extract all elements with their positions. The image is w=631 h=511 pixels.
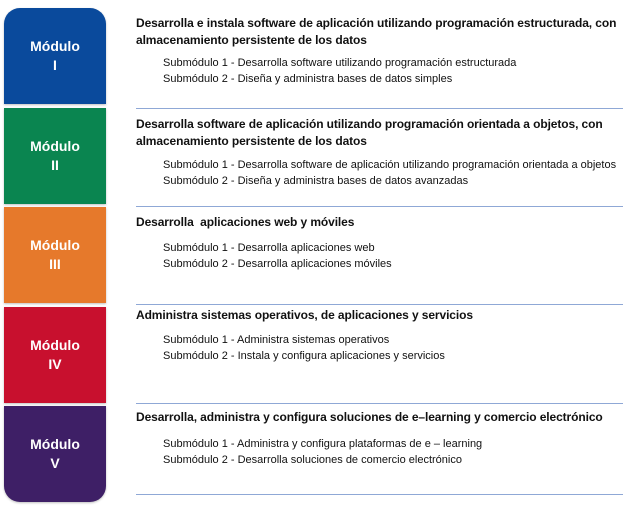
module-4-section: Administra sistemas operativos, de aplic… (136, 307, 626, 364)
divider (136, 494, 623, 495)
module-2-title: Desarrolla software de aplicación utiliz… (136, 116, 626, 150)
module-4-submodule-1: Submódulo 1 - Administra sistemas operat… (163, 334, 390, 346)
module-4-submodule-2: Submódulo 2 - Instala y configura aplica… (163, 350, 445, 362)
module-5-submodule-2: Submódulo 2 - Desarrolla soluciones de c… (163, 454, 462, 466)
module-4-block: Módulo IV (4, 307, 106, 403)
module-1-submodule-2: Submódulo 2 - Diseña y administra bases … (163, 73, 453, 85)
module-4-title: Administra sistemas operativos, de aplic… (136, 308, 473, 322)
module-1-title-line2: almacenamiento persistente de los datos (136, 33, 367, 47)
module-5-title: Desarrolla, administra y configura soluc… (136, 410, 603, 424)
module-5-submodules: Submódulo 1 - Administra y configura pla… (136, 436, 626, 468)
divider (136, 304, 623, 305)
module-1-numeral: I (53, 57, 57, 73)
module-3-section: Desarrolla aplicaciones web y móviles Su… (136, 214, 626, 272)
module-1-section: Desarrolla e instala software de aplicac… (136, 15, 626, 87)
module-5-block: Módulo V (4, 406, 106, 502)
divider (136, 108, 623, 109)
module-2-block: Módulo II (4, 108, 106, 204)
module-1-block: Módulo I (4, 8, 106, 104)
module-3-block: Módulo III (4, 207, 106, 303)
divider (136, 403, 623, 404)
module-2-submodule-2: Submódulo 2 - Diseña y administra bases … (163, 175, 469, 187)
module-4-label: Módulo (30, 337, 80, 353)
module-2-submodules: Submódulo 1 - Desarrolla software de apl… (136, 157, 626, 189)
module-3-label: Módulo (30, 237, 80, 253)
module-1-submodules: Submódulo 1 - Desarrolla software utiliz… (136, 55, 626, 87)
module-3-numeral: III (49, 256, 61, 272)
module-1-label: Módulo (30, 38, 80, 54)
module-2-numeral: II (51, 157, 59, 173)
module-3-submodules: Submódulo 1 - Desarrolla aplicaciones we… (136, 240, 626, 272)
module-1-title: Desarrolla e instala software de aplicac… (136, 15, 626, 49)
module-2-submodule-1: Submódulo 1 - Desarrolla software de apl… (163, 159, 617, 171)
module-2-section: Desarrolla software de aplicación utiliz… (136, 116, 626, 189)
divider (136, 206, 623, 207)
module-3-submodule-1: Submódulo 1 - Desarrolla aplicaciones we… (163, 242, 375, 254)
module-5-label: Módulo (30, 436, 80, 452)
module-5-numeral: V (50, 455, 60, 471)
module-1-submodule-1: Submódulo 1 - Desarrolla software utiliz… (163, 57, 517, 69)
module-4-numeral: IV (48, 356, 62, 372)
module-5-submodule-1: Submódulo 1 - Administra y configura pla… (163, 438, 483, 450)
module-2-title-line1: Desarrolla software de aplicación utiliz… (136, 117, 603, 131)
module-5-section: Desarrolla, administra y configura soluc… (136, 409, 626, 468)
module-3-title: Desarrolla aplicaciones web y móviles (136, 215, 355, 229)
module-1-title-line1: Desarrolla e instala software de aplicac… (136, 16, 617, 30)
module-3-submodule-2: Submódulo 2 - Desarrolla aplicaciones mó… (163, 258, 392, 270)
module-2-label: Módulo (30, 138, 80, 154)
module-2-title-line2: almacenamiento persistente de los datos (136, 134, 367, 148)
module-4-submodules: Submódulo 1 - Administra sistemas operat… (136, 332, 626, 364)
